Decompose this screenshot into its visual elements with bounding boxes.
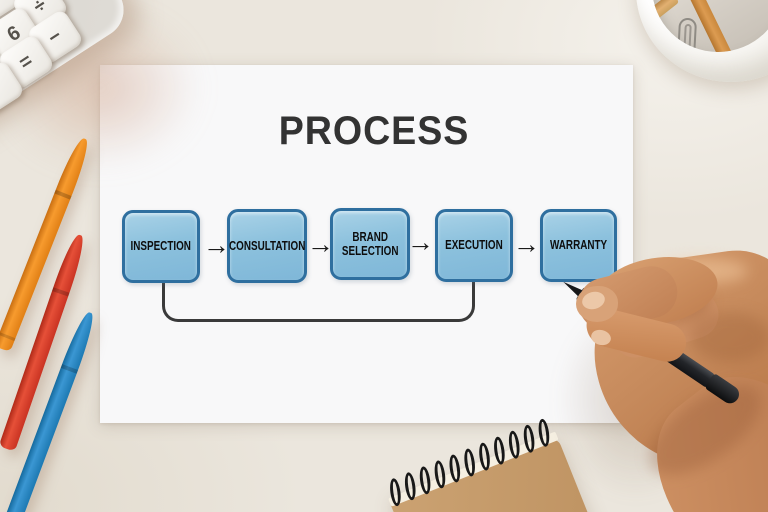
step-label: WARRANTY [549, 237, 608, 253]
spiral-coil [418, 465, 432, 495]
spiral-coil [433, 459, 447, 489]
diagram-title: PROCESS [278, 109, 470, 153]
return-connector-line [162, 281, 475, 322]
step-label: BRAND SELECTION [341, 228, 399, 258]
step-box-brand-selection: BRAND SELECTION [330, 208, 410, 280]
flow-arrow-icon: → [407, 227, 434, 257]
spiral-coil [492, 436, 507, 466]
paperclip-inner-loop [683, 23, 692, 52]
flow-arrow-icon: → [203, 230, 230, 260]
spiral-binding [386, 418, 554, 507]
spiral-coil [522, 424, 536, 454]
step-box-consultation: CONSULTATION [227, 209, 307, 283]
step-label: INSPECTION [130, 238, 192, 254]
step-label: EXECUTION [445, 237, 503, 253]
paperclip [676, 17, 698, 52]
step-box-inspection: INSPECTION [122, 210, 200, 283]
step-box-warranty: WARRANTY [540, 209, 617, 282]
step-label: CONSULTATION [228, 237, 306, 253]
hand-shading [690, 312, 768, 362]
flow-arrow-icon: → [513, 229, 540, 259]
flow-arrow-icon: → [307, 229, 334, 259]
step-box-execution: EXECUTION [435, 209, 513, 282]
spiral-coil [403, 471, 418, 501]
spiral-coil [462, 447, 477, 478]
spiral-coil [477, 442, 492, 472]
spiral-coil [447, 453, 462, 484]
spiral-coil [507, 430, 522, 460]
